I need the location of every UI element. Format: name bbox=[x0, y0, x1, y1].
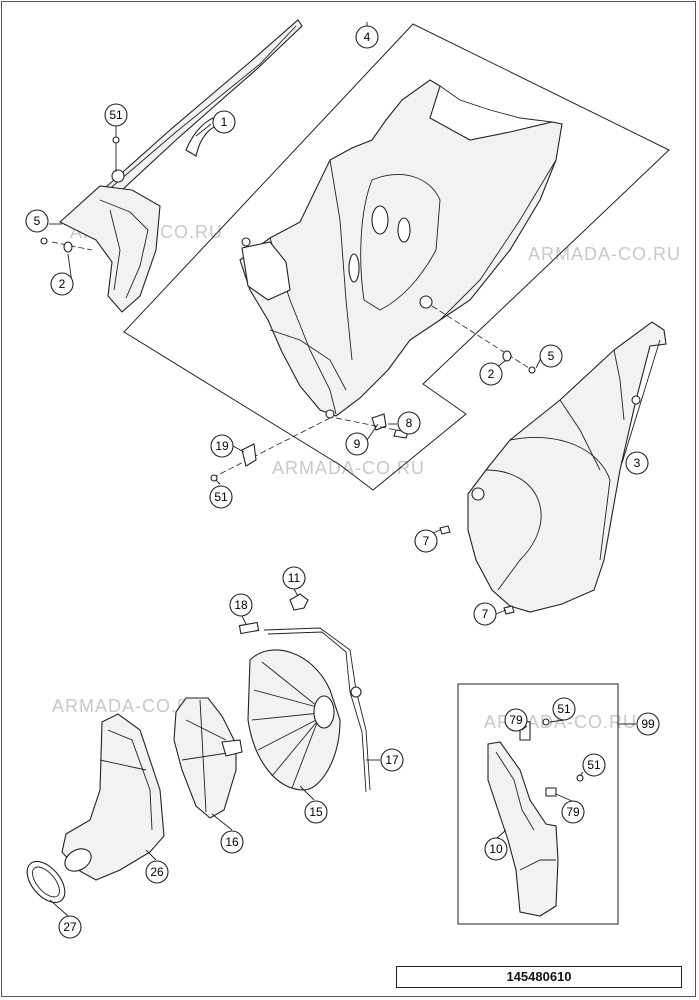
callout-16: 16 bbox=[220, 830, 244, 854]
callout-51-kit-mid: 51 bbox=[582, 753, 606, 777]
svg-text:51: 51 bbox=[557, 702, 571, 716]
svg-text:79: 79 bbox=[509, 713, 523, 727]
svg-text:3: 3 bbox=[634, 456, 641, 470]
callout-5-right: 5 bbox=[539, 344, 563, 368]
callout-27: 27 bbox=[58, 915, 82, 939]
callout-9: 9 bbox=[345, 432, 369, 456]
svg-text:9: 9 bbox=[354, 437, 361, 451]
part-left-bracket bbox=[40, 132, 161, 313]
kit-99-box bbox=[457, 683, 619, 925]
svg-text:2: 2 bbox=[488, 367, 495, 381]
svg-text:5: 5 bbox=[34, 214, 41, 228]
callout-2-right: 2 bbox=[479, 362, 503, 386]
watermark-2: ARMADA-CO.RU bbox=[528, 244, 681, 264]
part-3-side-cover bbox=[439, 321, 667, 615]
callout-7-top: 7 bbox=[414, 529, 438, 553]
diagram-code: 145480610 bbox=[396, 966, 682, 988]
svg-text:11: 11 bbox=[288, 571, 301, 585]
svg-text:27: 27 bbox=[63, 920, 77, 934]
svg-text:51: 51 bbox=[214, 490, 228, 504]
callout-11: 11 bbox=[282, 566, 306, 590]
callout-8: 8 bbox=[397, 411, 421, 435]
callout-15: 15 bbox=[304, 800, 328, 824]
callout-51-kit-top: 51 bbox=[552, 697, 576, 721]
callout-26: 26 bbox=[145, 860, 169, 884]
svg-text:4: 4 bbox=[364, 30, 371, 44]
callouts: 1 4 51 5 2 5 2 8 9 19 51 3 7 7 11 18 17 … bbox=[25, 25, 660, 939]
svg-text:51: 51 bbox=[587, 758, 601, 772]
svg-text:79: 79 bbox=[566, 805, 580, 819]
part-26-intake-boot bbox=[61, 713, 165, 881]
svg-text:10: 10 bbox=[489, 842, 503, 856]
airbox-right-fasteners bbox=[431, 305, 536, 374]
svg-text:51: 51 bbox=[109, 108, 123, 122]
part-16-filter-cage bbox=[173, 697, 243, 819]
svg-text:99: 99 bbox=[641, 717, 655, 731]
callout-51-top: 51 bbox=[104, 103, 128, 127]
svg-text:18: 18 bbox=[234, 598, 248, 612]
callout-99: 99 bbox=[636, 712, 660, 736]
callout-51-mid: 51 bbox=[209, 485, 233, 509]
callout-2-left: 2 bbox=[50, 272, 74, 296]
watermark-4: ARMADA-CO.RU bbox=[52, 696, 205, 716]
svg-text:7: 7 bbox=[482, 607, 489, 621]
svg-text:8: 8 bbox=[406, 416, 413, 430]
part-27-clamp bbox=[26, 860, 66, 904]
svg-text:2: 2 bbox=[59, 277, 66, 291]
svg-text:1: 1 bbox=[221, 115, 228, 129]
callout-79-top: 79 bbox=[504, 708, 528, 732]
callout-7-bottom: 7 bbox=[473, 602, 497, 626]
airbox-lower-fasteners bbox=[210, 413, 409, 482]
svg-text:7: 7 bbox=[423, 534, 430, 548]
airbox-assembly-outline bbox=[123, 23, 670, 491]
callout-19: 19 bbox=[210, 434, 234, 458]
part-10-intake-snorkel bbox=[487, 718, 584, 917]
svg-text:16: 16 bbox=[225, 835, 239, 849]
callout-5-left: 5 bbox=[25, 209, 49, 233]
callout-10: 10 bbox=[484, 837, 508, 861]
callout-17: 17 bbox=[380, 748, 404, 772]
callout-1: 1 bbox=[212, 110, 236, 134]
part-4-airbox bbox=[239, 79, 563, 419]
callout-3: 3 bbox=[625, 451, 649, 475]
callout-4: 4 bbox=[355, 25, 379, 49]
svg-text:19: 19 bbox=[215, 439, 229, 453]
svg-text:5: 5 bbox=[548, 349, 555, 363]
svg-text:15: 15 bbox=[309, 805, 323, 819]
part-15-air-filter bbox=[247, 649, 341, 791]
svg-text:17: 17 bbox=[385, 753, 399, 767]
watermark-3: ARMADA-CO.RU bbox=[272, 458, 425, 478]
callout-18: 18 bbox=[229, 593, 253, 617]
filter-holder-parts bbox=[238, 593, 371, 793]
svg-text:26: 26 bbox=[150, 865, 164, 879]
callout-79-bottom: 79 bbox=[561, 800, 585, 824]
